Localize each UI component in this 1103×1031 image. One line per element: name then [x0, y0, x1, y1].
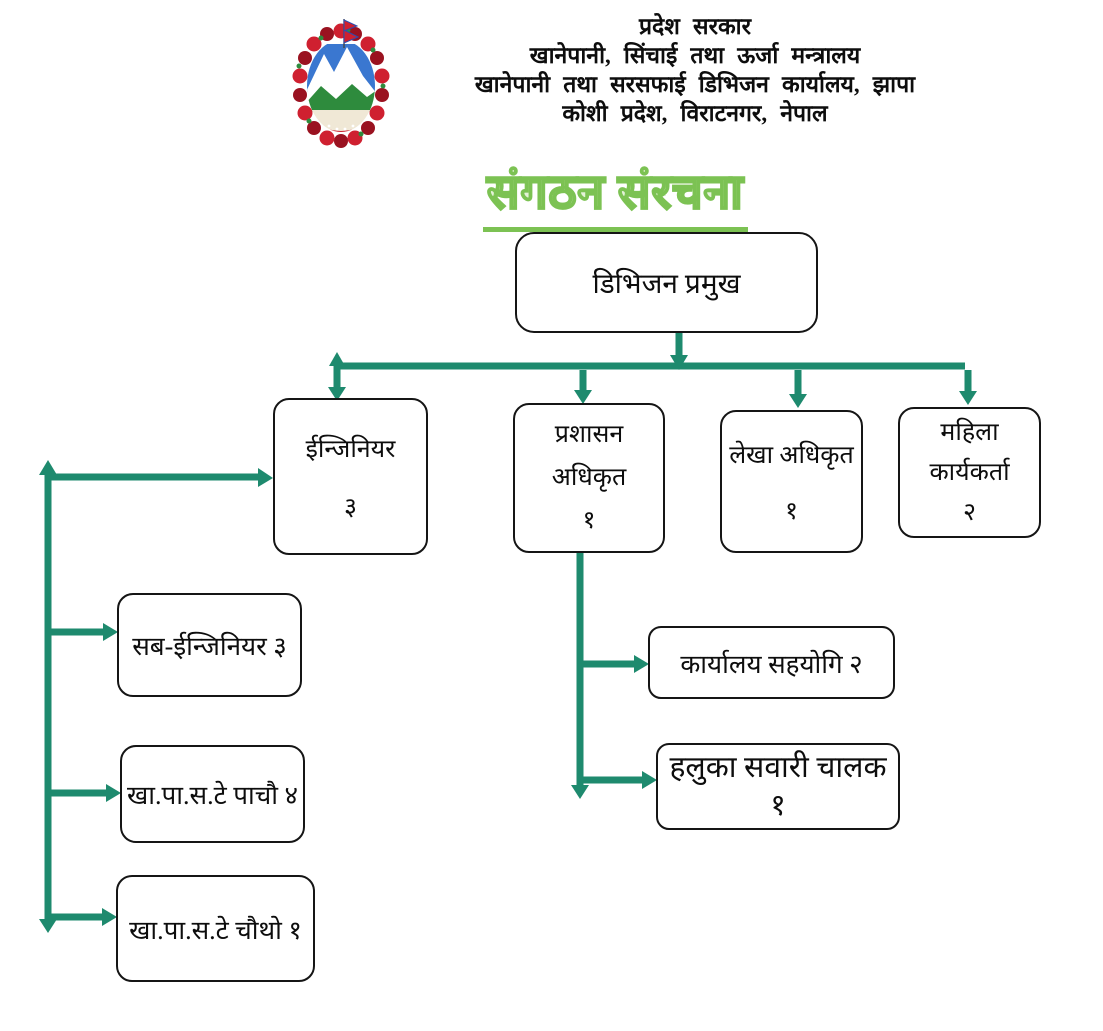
node-label: खा.पा.स.टे चौथो १: [129, 915, 302, 945]
node-count: १: [582, 507, 596, 534]
node-label: डिभिजन प्रमुख: [592, 268, 741, 300]
node-account-officer: लेखा अधिकृत १: [720, 410, 863, 553]
node-count: १: [770, 788, 786, 822]
node-label: लेखा अधिकृत: [729, 441, 854, 469]
connector-branch-office-assistant: [580, 655, 649, 673]
node-count: १: [784, 497, 798, 525]
node-sub-engineer: सब-ईन्जिनियर ३: [117, 593, 302, 697]
node-label: कार्यालय सहयोगि २: [680, 649, 863, 679]
node-label: हलुका सवारी चालक: [669, 750, 887, 784]
node-light-vehicle-driver: हलुका सवारी चालक १: [656, 743, 900, 830]
letterhead-line-location: कोशी प्रदेश, विराटनगर, नेपाल: [562, 101, 828, 126]
letterhead: प्रदेश सरकार खानेपानी, सिंचाई तथा ऊर्जा …: [400, 12, 990, 128]
node-admin-officer: प्रशासन अधिकृत १: [513, 403, 665, 553]
node-office-assistant: कार्यालय सहयोगि २: [648, 626, 895, 699]
letterhead-line-ministry: खानेपानी, सिंचाई तथा ऊर्जा मन्त्रालय: [529, 43, 861, 68]
page-title-text: संगठन संरचना: [483, 166, 748, 233]
node-label: प्रशासन: [554, 421, 624, 448]
node-wss-tech-fourth: खा.पा.स.टे चौथो १: [116, 875, 315, 982]
connector-drop-engineer: [328, 352, 346, 401]
node-label: सब-ईन्जिनियर ३: [132, 632, 287, 661]
letterhead-line-government: प्रदेश सरकार: [638, 14, 752, 39]
connector-drop-women: [959, 370, 977, 405]
letterhead-line-office: खानेपानी तथा सरसफाई डिभिजन कार्यालय, झाप…: [474, 72, 916, 97]
node-label: महिला: [940, 418, 999, 446]
connector-branch-driver: [580, 771, 657, 789]
node-engineer: ईन्जिनियर ३: [273, 398, 428, 555]
emblem-flag: [343, 19, 360, 48]
node-division-chief: डिभिजन प्रमुख: [515, 232, 818, 333]
connector-branch-sub-engineer: [48, 623, 118, 641]
emblem-scene: [307, 40, 375, 132]
connector-branch-wss-fourth: [48, 908, 117, 926]
connector-admin-branch: [571, 553, 589, 799]
node-label: कार्यकर्ता: [929, 458, 1010, 486]
node-label: ईन्जिनियर: [305, 435, 396, 463]
connector-root-drop: [670, 333, 688, 370]
node-count: ३: [343, 493, 357, 521]
node-wss-tech-fifth: खा.पा.स.टे पाचौ ४: [120, 745, 305, 843]
node-label: अधिकृत: [551, 464, 627, 491]
connector-drop-account: [789, 370, 807, 408]
nepal-emblem: [291, 14, 391, 148]
connector-branch-wss-fifth: [48, 784, 121, 802]
node-label: खा.पा.स.टे पाचौ ४: [127, 781, 298, 810]
node-count: २: [962, 498, 976, 526]
page-title: संगठन संरचना: [483, 166, 748, 233]
connector-drop-admin: [574, 370, 592, 404]
node-women-worker: महिला कार्यकर्ता २: [898, 407, 1041, 538]
